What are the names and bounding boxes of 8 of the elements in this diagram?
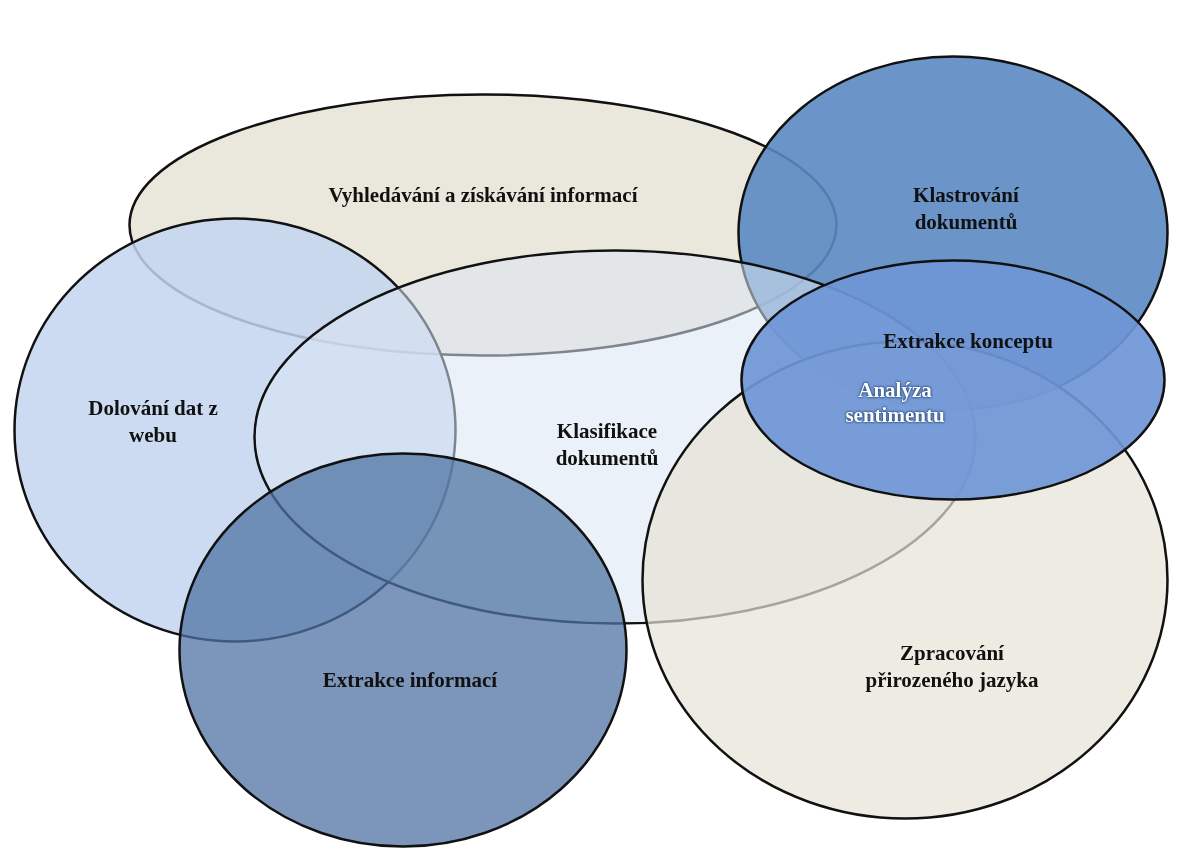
ellipse-label: Vyhledávání a získávání informací [327, 182, 639, 209]
ellipse-label: Extrakce konceptu [882, 328, 1054, 355]
ellipse-label: Dolování dat z webu [87, 395, 219, 450]
overlap-label: Analýza sentimentu [844, 378, 946, 429]
ellipse-label: Extrakce informací [321, 667, 499, 694]
ellipse-label: Klasifikace dokumentů [554, 418, 660, 473]
ellipse-label: Zpracování přirozeného jazyka [864, 640, 1040, 695]
ellipse-label: Klastrování dokumentů [912, 182, 1020, 237]
